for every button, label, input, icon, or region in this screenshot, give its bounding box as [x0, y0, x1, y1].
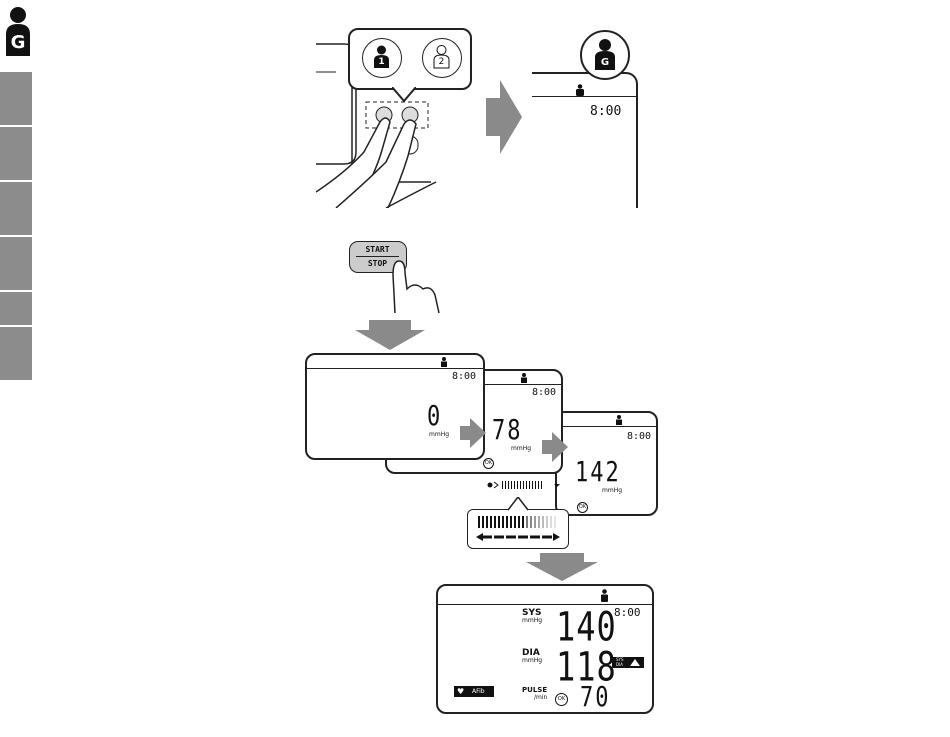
sidebar-tab[interactable] [0, 292, 32, 327]
afib-label: AFib [472, 686, 485, 697]
user-select-callout: 1 2 [348, 28, 472, 90]
user1-button[interactable]: 1 [362, 38, 402, 78]
ok-label: OK [556, 694, 567, 705]
callout-pointer [508, 497, 528, 511]
sysdia-badge: SYS DIA [612, 657, 644, 668]
triangle-up-icon [630, 659, 640, 666]
sidebar-tab[interactable] [0, 237, 32, 292]
sys-unit: mmHg [522, 618, 542, 624]
display3-pressure: 142 [575, 457, 621, 488]
sidebar-tab[interactable] [0, 182, 32, 237]
display2-pressure: 78 [492, 415, 523, 446]
guest-user-icon [575, 84, 585, 96]
down-arrow-icon [526, 553, 598, 581]
heart-icon: ♥ [457, 686, 464, 697]
result-time: 8:00 [614, 606, 641, 619]
pulse-label: PULSE [522, 686, 547, 694]
user-icon [615, 415, 623, 425]
user-icon [440, 357, 448, 367]
display1-pressure: 0 [427, 401, 442, 432]
ok-icon: OK [577, 502, 588, 513]
callout-pointer [392, 87, 416, 103]
pulse-unit: /min [534, 695, 547, 701]
lcd-display-0: 8:00 0 mmHg [305, 353, 485, 460]
guest-user-icon: G [4, 6, 32, 56]
guest-letter: G [4, 32, 32, 53]
inflation-indicator [480, 477, 560, 491]
pressing-finger [385, 255, 445, 313]
user2-button[interactable]: 2 [422, 38, 462, 78]
ok-icon: OK [555, 693, 568, 706]
display2-time: 8:00 [532, 387, 556, 398]
guest-user-icon [600, 589, 609, 602]
gauge-callout [467, 509, 569, 549]
top-display-time: 8:00 [590, 104, 621, 119]
guest-user-icon [582, 32, 628, 78]
right-arrow-icon [542, 432, 568, 462]
lcd-display-142: 8:00 142 mmHg OK [555, 411, 658, 516]
start-label: START [350, 245, 405, 254]
display3-time: 8:00 [627, 431, 651, 442]
down-arrow-icon [355, 320, 425, 350]
sysdia-badge-bottom: DIA [616, 662, 623, 667]
top-display: 8:00 [532, 72, 638, 208]
right-arrow-icon [460, 418, 486, 448]
user-icon [520, 373, 528, 383]
display2-unit: mmHg [511, 446, 531, 452]
sidebar-tab[interactable] [0, 72, 32, 127]
display3-unit: mmHg [602, 488, 622, 494]
afib-badge: ♥ AFib [454, 686, 494, 697]
sidebar-tab[interactable] [0, 327, 32, 382]
user1-number: 1 [363, 57, 400, 67]
sidebar-tab[interactable] [0, 127, 32, 182]
display1-time: 8:00 [452, 371, 476, 382]
dia-unit: mmHg [522, 658, 542, 664]
right-arrow-icon [486, 80, 522, 154]
pulse-value: 70 [580, 682, 611, 713]
ok-icon: OK [483, 458, 494, 469]
guest-letter: G [582, 57, 628, 68]
result-display: 8:00 SYS mmHg 140 DIA mmHg 118 SYS DIA ♥… [436, 584, 654, 714]
user2-number: 2 [423, 57, 460, 67]
display1-unit: mmHg [429, 432, 449, 438]
guest-balloon: G [580, 30, 630, 80]
